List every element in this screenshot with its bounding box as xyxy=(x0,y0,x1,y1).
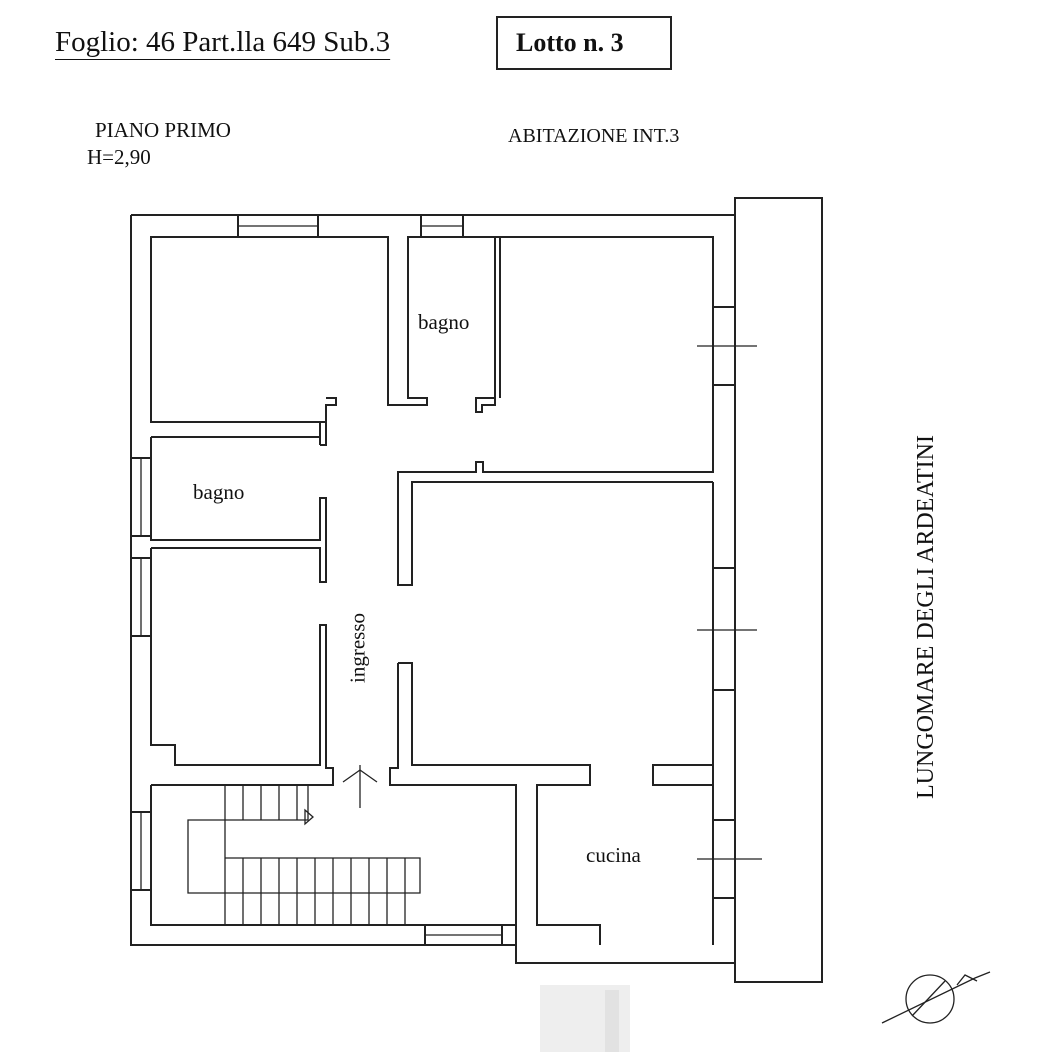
room-bathroom-left xyxy=(150,436,327,583)
balcony-strip xyxy=(734,197,823,983)
room-bedroom-bottom-left xyxy=(150,548,334,786)
cadastral-reference: Foglio: 46 Part.lla 649 Sub.3 xyxy=(55,26,391,58)
balcony-doors xyxy=(697,306,762,899)
background-watermark-stroke xyxy=(605,990,619,1052)
north-arrow-icon xyxy=(881,971,991,1024)
room-label-bagno-left: bagno xyxy=(193,480,245,504)
room-label-ingresso: ingresso xyxy=(345,613,370,683)
entrance-arrow-icon xyxy=(342,765,378,808)
windows xyxy=(130,214,503,946)
lot-box xyxy=(496,16,672,70)
room-living xyxy=(389,482,714,945)
floor-label: PIANO PRIMO xyxy=(95,118,231,142)
staircase xyxy=(150,785,516,926)
room-top-right xyxy=(397,236,714,586)
street-name: LUNGOMARE DEGLI ARDEATINI xyxy=(913,435,939,799)
unit-label: ABITAZIONE INT.3 xyxy=(508,125,680,147)
room-label-bagno-top: bagno xyxy=(418,310,470,334)
room-label-cucina: cucina xyxy=(586,843,641,867)
lot-number: Lotto n. 3 xyxy=(516,28,624,57)
room-bedroom-top-left xyxy=(150,236,389,446)
ceiling-height: H=2,90 xyxy=(87,145,151,169)
